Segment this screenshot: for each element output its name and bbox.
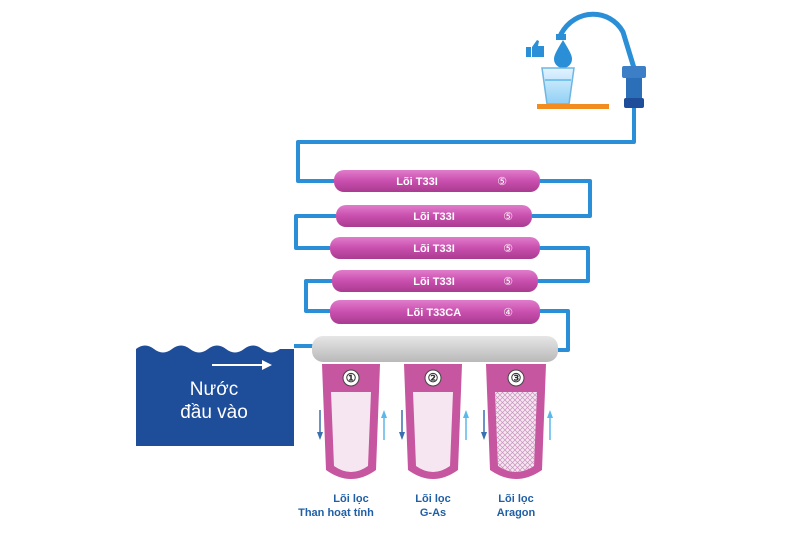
pipe-c4-c5 — [304, 279, 332, 313]
faucet-icon — [556, 11, 646, 108]
pipe-c2-c3 — [294, 214, 336, 250]
cartridge-number: ⑤ — [497, 175, 507, 188]
arrow-up-icon — [463, 410, 469, 440]
filter-head-cap — [312, 336, 558, 362]
water-drop-icon — [554, 40, 572, 68]
housing-number: ② — [428, 371, 439, 385]
cartridge-label: Lõi T33I — [413, 211, 455, 223]
caption-line2: G-As — [420, 507, 446, 519]
cartridge-label: Lõi T33I — [413, 243, 455, 255]
inlet-label-line2: đầu vào — [180, 402, 248, 423]
arrow-down-icon — [317, 410, 323, 440]
arrow-right-icon — [262, 360, 272, 370]
caption-line1: Lõi lọc — [498, 493, 533, 505]
housing: ② — [404, 364, 462, 479]
water-pipes — [294, 104, 636, 352]
arrow-up-icon — [381, 410, 387, 440]
housing-number: ① — [346, 371, 357, 385]
pipe-c5-head — [540, 309, 570, 352]
cartridge-label: Lõi T33CA — [407, 307, 461, 319]
cartridge-number: ⑤ — [503, 210, 513, 223]
top-cartridges: Lõi T33I ⑤ Lõi T33I ⑤ Lõi T33I ⑤ Lõi T33… — [330, 170, 540, 324]
cartridge: Lõi T33I ⑤ — [334, 170, 540, 192]
housing-captions: Lõi lọc Than hoạt tính Lõi lọc G-As Lõi … — [298, 493, 535, 519]
cartridge-label: Lõi T33I — [413, 276, 455, 288]
glass-shelf — [537, 104, 609, 109]
cartridge-number: ⑤ — [503, 275, 513, 288]
cartridge-label: Lõi T33I — [396, 176, 438, 188]
arrow-up-icon — [547, 410, 553, 440]
cartridge-number: ⑤ — [503, 242, 513, 255]
cartridge: Lõi T33I ⑤ — [332, 270, 538, 292]
cartridge: Lõi T33I ⑤ — [336, 205, 532, 227]
arrow-down-icon — [399, 410, 405, 440]
housing-number: ③ — [511, 371, 522, 385]
caption-line2: Aragon — [497, 507, 536, 519]
thumbs-up-icon — [526, 40, 544, 57]
caption-line2: Than hoạt tính — [298, 507, 374, 519]
caption-line1: Lõi lọc — [333, 493, 368, 505]
cartridge-number: ④ — [503, 306, 513, 319]
outlet-pipe — [296, 104, 636, 183]
pipe-c1-c2 — [532, 179, 592, 218]
water-glass-icon — [541, 67, 575, 105]
caption-line1: Lõi lọc — [415, 493, 450, 505]
flow-arrows — [317, 410, 553, 440]
arrow-down-icon — [481, 410, 487, 440]
inlet-label-line1: Nước — [190, 379, 238, 400]
housing: ① — [322, 364, 380, 479]
cartridge: Lõi T33I ⑤ — [330, 237, 540, 259]
pipe-c3-c4 — [538, 246, 590, 283]
housing: ③ — [486, 364, 546, 479]
inlet-water-tank: Nước đầu vào — [136, 345, 294, 446]
cartridge: Lõi T33CA ④ — [330, 300, 540, 324]
